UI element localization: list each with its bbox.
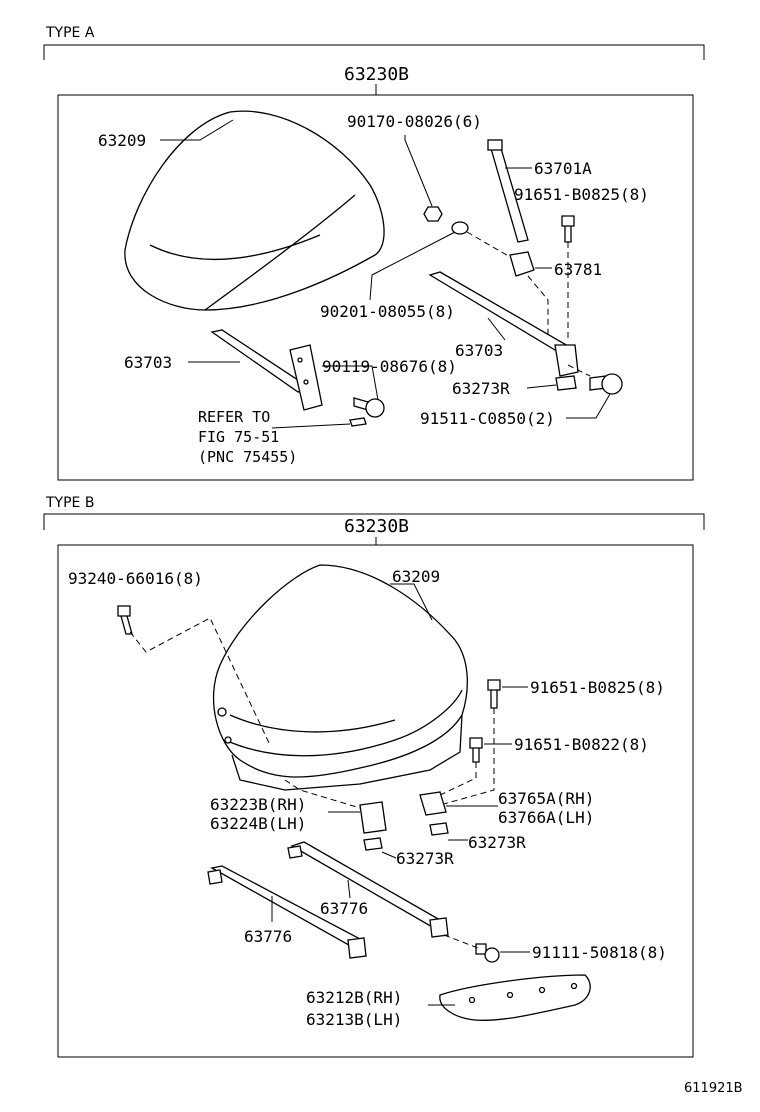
label-plate-left: 63273R [396,849,454,868]
figure-code: 611921B [684,1081,743,1096]
bolt-upper-part [487,679,501,709]
washer-part [451,221,469,235]
screw-b-part [117,605,133,635]
label-bar-left: 63776 [244,927,292,946]
type-a-assembly-number: 63230B [344,64,409,85]
label-bracket-lh: 63766A(LH) [498,808,594,827]
label-hinge-rh: 63223B(RH) [210,795,306,814]
nut-part [423,206,443,222]
type-a-bracket-line [43,44,705,60]
panel-part [439,974,591,1021]
label-nut: 90170-08026(6) [347,112,482,131]
type-b-frame [57,544,694,1058]
plate-left-part [363,837,383,851]
type-a-section: TYPE A 63230B 63209 90170-08026(6) 90201… [43,25,705,481]
note-line-2: FIG 75-51 [198,428,279,446]
bolt-bar-part [475,943,487,955]
plate-right-part [429,822,449,836]
label-bolt-bottom: 91511-C0850(2) [420,409,555,428]
label-screw-b: 93240-66016(8) [68,569,203,588]
label-washer: 90201-08055(8) [320,302,455,321]
type-b-assembly-number: 63230B [344,516,409,537]
type-a-label: TYPE A [45,25,95,41]
label-plate-right: 63273R [468,833,526,852]
seat-cover-part [124,110,385,311]
note-line-1: REFER TO [198,408,270,426]
label-bracket-rh: 63765A(RH) [498,789,594,808]
label-seat-cover-b: 63209 [392,567,440,586]
bracket-rh-part [419,791,447,816]
label-seat-cover: 63209 [98,131,146,150]
bolt-lower-part [469,737,483,763]
label-rail-left: 63703 [124,353,172,372]
label-bolt-top: 91651-B0825(8) [514,185,649,204]
label-plate: 63273R [452,379,510,398]
label-screw: 90119-08676(8) [322,357,457,376]
note-line-3: (PNC 75455) [198,448,297,466]
label-bolt-lower: 91651-B0822(8) [514,735,649,754]
type-b-section: TYPE B 63230B 93240-66016(8) 63209 91651… [43,495,705,1058]
bracket-part [509,251,535,277]
seat-cover-b-part [212,564,468,778]
label-panel-rh: 63212B(RH) [306,988,402,1007]
label-rail-right: 63703 [455,341,503,360]
type-b-label: TYPE B [45,495,94,511]
label-hinge-lh: 63224B(LH) [210,814,306,833]
label-bolt-bar: 91111-50818(8) [532,943,667,962]
label-bolt-upper: 91651-B0825(8) [530,678,665,697]
type-a-frame [57,94,694,481]
bolt-top-part [561,215,575,243]
label-panel-lh: 63213B(LH) [306,1010,402,1029]
label-hinge-stay: 63701A [534,159,592,178]
hinge-part [359,801,387,834]
label-bracket: 63781 [554,260,602,279]
label-bar-right: 63776 [320,899,368,918]
plate-part [555,375,577,391]
type-b-bracket-line [43,513,705,530]
